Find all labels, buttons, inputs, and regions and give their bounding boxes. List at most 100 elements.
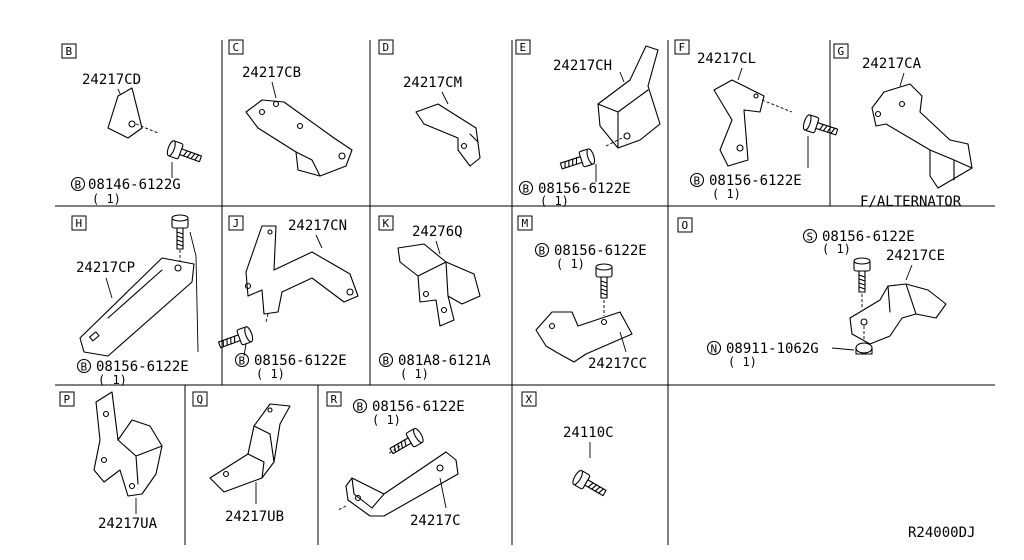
panel-letter-r: R [331, 393, 338, 406]
panel-m: M B 08156-6122E ( 1) 24217CC [517, 215, 647, 372]
screw-code-icon [802, 228, 818, 244]
panel-letter-g: G [838, 45, 845, 58]
panel-f: F 24217CL B 08156-6122E ( 1) [674, 39, 840, 201]
part-number-24217ce: 24217CE [886, 248, 945, 264]
bolt-icon [595, 263, 613, 299]
bracket-shape [93, 391, 163, 497]
bracket-shape [849, 283, 947, 345]
bracket-shape [245, 225, 359, 315]
panel-p: P 24217UA [59, 391, 163, 532]
nut-icon [855, 342, 873, 354]
bolt-icon [386, 426, 426, 459]
panel-h: H 24217CP B 08156-6122E ( 1) [71, 214, 199, 387]
svg-text:B: B [523, 183, 530, 196]
bolt-icon [801, 113, 840, 141]
bolt-code-icon [689, 172, 705, 188]
part-number-24217cn: 24217CN [288, 218, 347, 234]
panel-letter-k: K [383, 217, 390, 230]
quantity: ( 1) [98, 373, 127, 387]
panel-letter-e: E [520, 41, 527, 54]
sensor-bracket-shape [397, 243, 481, 327]
fastener-number: 08156-6122E [554, 243, 647, 259]
part-number-24217cb: 24217CB [242, 65, 301, 81]
panel-r: R B 08156-6122E ( 1) 24217C [326, 391, 465, 529]
bolt-code-icon [352, 398, 368, 414]
nut-quantity: ( 1) [728, 355, 757, 369]
grid-lines [55, 40, 995, 545]
quantity: ( 1) [540, 194, 569, 208]
quantity: ( 1) [822, 242, 851, 256]
panel-g: G 24217CA F/ALTERNATOR [833, 43, 973, 210]
location-note: F/ALTERNATOR [860, 194, 962, 210]
fastener-number: 08156-6122E [538, 181, 631, 197]
part-number-24217cc: 24217CC [588, 356, 647, 372]
panel-q: Q 24217UB [192, 391, 291, 525]
part-number-24217cm: 24217CM [403, 75, 462, 91]
panel-letter-p: P [64, 393, 71, 406]
panel-letter-o: O [682, 219, 689, 232]
bracket-shape [871, 83, 973, 189]
bracket-shape [79, 257, 195, 357]
part-number-24110c: 24110C [563, 425, 614, 441]
bolt-code-icon [534, 242, 550, 258]
panel-letter-c: C [233, 41, 240, 54]
part-number-24217c: 24217C [410, 513, 461, 529]
bolt-icon [171, 214, 189, 250]
quantity: ( 1) [256, 367, 285, 381]
bolt-code-icon [518, 180, 534, 196]
panel-letter-m: M [522, 217, 529, 230]
nut-code-icon [706, 340, 722, 356]
svg-text:B: B [75, 179, 82, 192]
bracket-shape [245, 99, 353, 177]
part-number-24217cp: 24217CP [76, 260, 135, 276]
part-number-24217cl: 24217CL [697, 51, 756, 67]
panel-letter-j: J [233, 217, 240, 230]
panel-o: O S 08156-6122E ( 1) 24217CE N 08911-106… [677, 217, 947, 369]
bracket-shape [209, 403, 291, 493]
quantity: ( 1) [372, 413, 401, 427]
nut-number: 08911-1062G [726, 341, 819, 357]
panel-letter-h: H [76, 217, 83, 230]
fastener-number: 08156-6122E [822, 229, 915, 245]
panel-letter-x: X [526, 393, 533, 406]
diagram-code: R24000DJ [908, 525, 975, 541]
fastener-number: 08156-6122E [709, 173, 802, 189]
panel-d: D 24217CM [378, 39, 481, 167]
fastener-number: 08156-6122E [254, 353, 347, 369]
panel-letter-q: Q [197, 393, 204, 406]
svg-text:B: B [239, 355, 246, 368]
panel-j: J 24217CN B 08156-6122E ( 1) [216, 215, 359, 381]
svg-text:B: B [81, 361, 88, 374]
bolt-code-icon [234, 352, 250, 368]
bolt-icon [853, 257, 871, 293]
panel-b: B 24217CD B 08146-6122G ( 1) [61, 43, 204, 206]
part-number-24217cd: 24217CD [82, 72, 141, 88]
fastener-number: 08156-6122E [96, 359, 189, 375]
part-number-24217ca: 24217CA [862, 56, 922, 72]
panel-c: C 24217CB [228, 39, 353, 177]
quantity: ( 1) [92, 192, 121, 206]
quantity: ( 1) [712, 187, 741, 201]
part-number-24217ua: 24217UA [98, 516, 158, 532]
bolt-icon [570, 468, 610, 501]
panel-k: K 24276Q B 081A8-6121A ( 1) [378, 215, 491, 381]
panel-x: X 24110C [521, 391, 614, 501]
bolt-code-icon [378, 352, 394, 368]
svg-text:B: B [539, 245, 546, 258]
svg-text:S: S [807, 231, 814, 244]
panel-e: E 24217CH B 08156-6122E ( 1) [515, 39, 661, 208]
bracket-shape [107, 87, 143, 139]
bracket-shape [713, 79, 765, 167]
fastener-number: 08156-6122E [372, 399, 465, 415]
bracket-shape [535, 311, 633, 363]
panel-letter-d: D [383, 41, 390, 54]
quantity: ( 1) [556, 257, 585, 271]
quantity: ( 1) [400, 367, 429, 381]
panel-letter-f: F [679, 41, 686, 54]
bolt-icon [165, 139, 204, 167]
svg-text:N: N [711, 343, 718, 356]
bracket-shape [415, 103, 481, 167]
part-number-24217ub: 24217UB [225, 509, 284, 525]
svg-text:B: B [694, 175, 701, 188]
